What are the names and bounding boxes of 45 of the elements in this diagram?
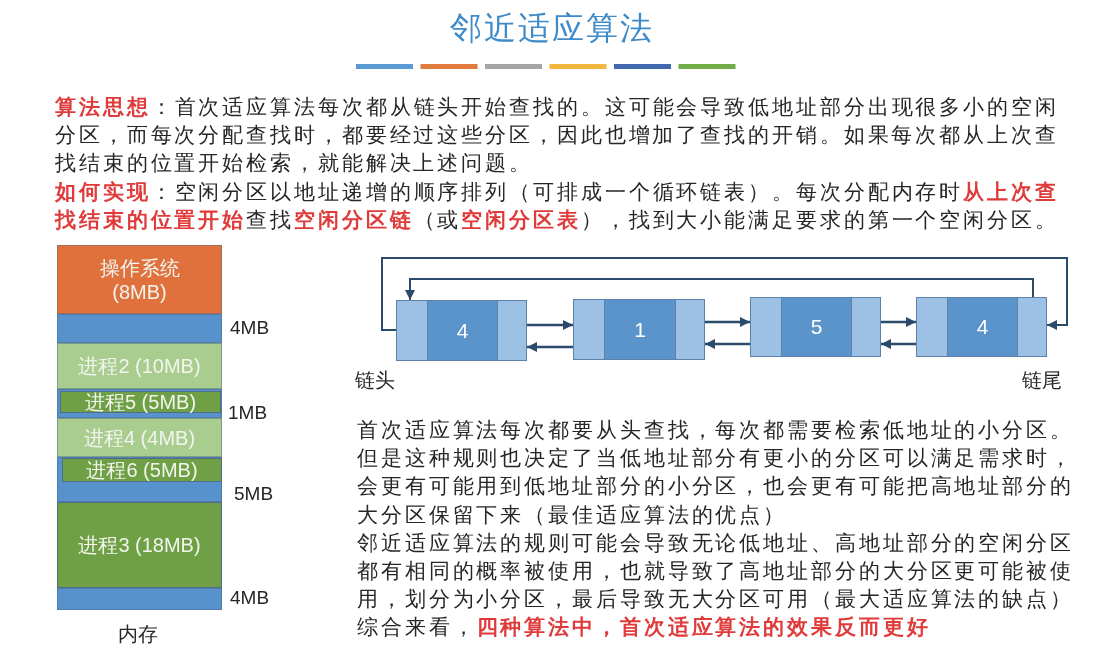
slide-title: 邻近适应算法 bbox=[449, 8, 655, 49]
list-end-label: 链头 bbox=[355, 367, 395, 393]
node-value: 1 bbox=[634, 317, 646, 342]
partition-label: 进程5 (5MB) bbox=[84, 390, 197, 414]
node-value: 5 bbox=[810, 315, 823, 339]
node-value: 4 bbox=[976, 315, 989, 339]
size-label: 5MB bbox=[234, 483, 274, 505]
partition-label: 进程4 (4MB) bbox=[83, 425, 196, 450]
free-partition-block bbox=[57, 389, 222, 418]
arrow bbox=[381, 257, 1068, 331]
system-partition-block bbox=[57, 245, 222, 314]
process-partition-block bbox=[57, 343, 222, 389]
process-partition-block bbox=[60, 391, 221, 413]
partition-label: 进程3 (18MB) bbox=[78, 533, 201, 557]
size-label: 4MB bbox=[230, 317, 270, 339]
process-partition-block bbox=[57, 502, 222, 588]
list-end-label: 链尾 bbox=[1022, 367, 1062, 393]
arrow bbox=[881, 339, 916, 349]
linked-list-node bbox=[573, 299, 705, 360]
paragraph: 首次适应算法每次都要从头查找，每次都需要检索低地址的小分区。但是这种规则也决定了当低地址部分有更小的分区可以满足需求时，会更有可能用到低地址部分的小分区，也会更有可能把高地址部分的大分区保留下来（最佳适应算法的优点） bbox=[357, 417, 1075, 529]
arrow bbox=[705, 317, 750, 327]
linked-list-node bbox=[396, 300, 527, 361]
arrow bbox=[527, 342, 573, 352]
linked-list-node bbox=[916, 297, 1047, 357]
free-partition-block bbox=[57, 457, 222, 502]
memory-caption: 内存 bbox=[118, 621, 158, 647]
partition-label: 进程6 (5MB) bbox=[86, 458, 198, 482]
arrow bbox=[705, 339, 750, 349]
arrow bbox=[881, 317, 916, 327]
arrow bbox=[405, 278, 1034, 301]
linked-list-node bbox=[750, 297, 881, 357]
partition-label: 进程2 (10MB) bbox=[78, 354, 201, 378]
partition-label: 操作系统 (8MB) bbox=[98, 255, 181, 304]
paragraph: 邻近适应算法的规则可能会导致无论低地址、高地址部分的空闲分区都有相同的概率被使用，也就导致了高地址部分的大分区更可能被使用，划分为小分区，最后导致无大分区可用（最大适应算法的缺点） bbox=[357, 529, 1075, 614]
arrow bbox=[527, 320, 573, 330]
size-label: 4MB bbox=[230, 587, 270, 609]
size-label: 1MB bbox=[228, 402, 268, 424]
free-partition-block bbox=[57, 314, 222, 343]
process-partition-block bbox=[62, 458, 222, 482]
paragraph: 算法思想：首次适应算法每次都从链头开始查找的。这可能会导致低地址部分出现很多小的空闲分区，而每次分配查找时，都要经过这些分区，因此也增加了查找的开销。如果每次都从上次查找结束的位置开始检索，就能解决上述问题。 bbox=[55, 93, 1060, 178]
node-value: 4 bbox=[456, 318, 469, 343]
free-partition-block bbox=[57, 588, 222, 610]
paragraph: 如何实现：空闲分区以地址递增的顺序排列（可排成一个循环链表）。每次分配内存时从上次查找结束的位置开始查找空闲分区链（或空闲分区表），找到大小能满足要求的第一个空闲分区。 bbox=[55, 177, 1060, 234]
process-partition-block bbox=[57, 418, 222, 457]
paragraph: 综合来看，四种算法中，首次适应算法的效果反而更好 bbox=[357, 613, 932, 642]
